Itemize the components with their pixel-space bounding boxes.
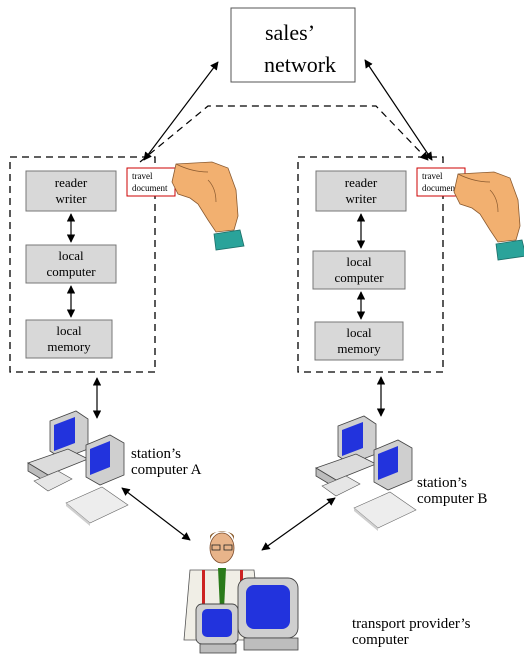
provider-caption-line1: transport provider’s xyxy=(352,616,471,632)
station-b-computer-line1: local xyxy=(346,254,372,269)
station-b-document-line1: travel xyxy=(422,171,443,181)
station-a-document-line1: travel xyxy=(132,171,153,181)
station-a-computer-line2: computer xyxy=(46,264,96,279)
sales-network-node: sales’ network xyxy=(230,7,356,83)
sales-to-station-b-arrow xyxy=(364,59,433,161)
station-a-travel-document xyxy=(126,167,176,197)
station-b-caption-line2: computer B xyxy=(417,491,487,507)
sales-network-box xyxy=(230,7,356,83)
station-b-memory-line2: memory xyxy=(337,341,381,356)
station-a-caption-line1: station’s xyxy=(131,446,181,462)
station-a-computer-box xyxy=(25,244,117,284)
sales-network-line2: network xyxy=(264,52,336,77)
station-a-to-station-b-dashed-link xyxy=(139,105,429,163)
station-b-document-line2: document xyxy=(422,183,458,193)
station-b-memory-line1: local xyxy=(346,325,372,340)
station-b-hand-icon xyxy=(453,171,524,261)
station-b-caption-line1: station’s xyxy=(417,475,467,491)
station-a-computer-line1: local xyxy=(58,248,84,263)
station-a-hand-icon xyxy=(171,161,245,251)
provider-computer-icon xyxy=(195,577,299,654)
sales-network-line1: sales’ xyxy=(265,20,315,45)
station-a-memory-line2: memory xyxy=(47,339,91,354)
station-a-to-provider-arrow xyxy=(121,487,191,541)
station-b-to-provider-arrow xyxy=(261,497,336,551)
station-b-reader-line2: writer xyxy=(345,191,377,206)
station-a-unit: reader writer local computer local memor… xyxy=(9,156,245,373)
station-b-computer-box xyxy=(312,250,406,290)
station-a-boundary xyxy=(9,156,156,373)
station-a-memory-line1: local xyxy=(56,323,82,338)
sales-to-station-a-arrow xyxy=(143,61,219,161)
station-a-reader-line2: writer xyxy=(55,191,87,206)
station-a-computer-icon xyxy=(27,410,129,527)
station-b-unit: reader writer local computer local memor… xyxy=(297,156,524,373)
station-a-caption-line2: computer A xyxy=(131,462,202,478)
station-a-reader-line1: reader xyxy=(55,175,88,190)
station-b-reader-line1: reader xyxy=(345,175,378,190)
station-b-reader-box xyxy=(315,170,407,212)
station-b-computer-icon xyxy=(315,415,417,532)
station-b-memory-box xyxy=(314,321,404,361)
station-a-memory-box xyxy=(25,319,113,359)
station-b-computer-line2: computer xyxy=(334,270,384,285)
provider-caption-line2: computer xyxy=(352,632,409,648)
station-a-document-line2: document xyxy=(132,183,168,193)
station-a-reader-box xyxy=(25,170,117,212)
